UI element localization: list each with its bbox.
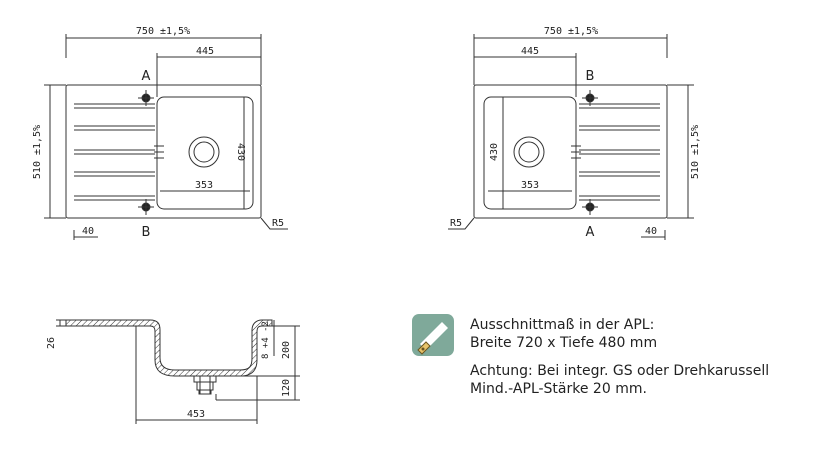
plan-view-left	[44, 34, 288, 240]
plan-view-right	[448, 34, 694, 240]
saw-icon	[412, 314, 454, 356]
dim-bowl-depth-left: 430	[235, 143, 246, 161]
section-label-b-left: B	[142, 225, 151, 240]
section-label-b-right: B	[586, 69, 595, 84]
dim-bowl-offset-left: 445	[196, 46, 214, 57]
dim-bowl-width-left: 353	[195, 180, 213, 191]
note-line-2: Breite 720 x Tiefe 480 mm	[470, 335, 658, 351]
section-view	[56, 319, 300, 424]
dim-depth-left: 510 ±1,5%	[32, 125, 43, 179]
dim-edge-right: 40	[645, 226, 657, 237]
dim-rim: 26	[46, 337, 57, 349]
note-line-1: Ausschnittmaß in der APL:	[470, 317, 655, 333]
section-label-a-right: A	[586, 225, 595, 240]
section-label-a-left: A	[142, 69, 151, 84]
dim-bowl-depth-right: 430	[489, 143, 500, 161]
dim-tolerance: 8 +4 -2	[261, 321, 271, 359]
dim-total-height: 200	[281, 341, 292, 359]
cutout-note: Ausschnittmaß in der APL: Breite 720 x T…	[470, 316, 820, 398]
radius-label-right: R5	[450, 218, 462, 229]
note-line-4: Mind.-APL-Stärke 20 mm.	[470, 381, 647, 397]
dim-bowl-width-right: 353	[521, 180, 539, 191]
note-line-3: Achtung: Bei integr. GS oder Drehkarusse…	[470, 363, 770, 379]
dim-depth-right: 510 ±1,5%	[690, 125, 701, 179]
dim-drain-height: 120	[281, 379, 292, 397]
dim-width-left: 750 ±1,5%	[136, 26, 190, 37]
dim-edge-left: 40	[82, 226, 94, 237]
radius-label-left: R5	[272, 218, 284, 229]
dim-section-width: 453	[187, 409, 205, 420]
dim-bowl-offset-right: 445	[521, 46, 539, 57]
dim-width-right: 750 ±1,5%	[544, 26, 598, 37]
